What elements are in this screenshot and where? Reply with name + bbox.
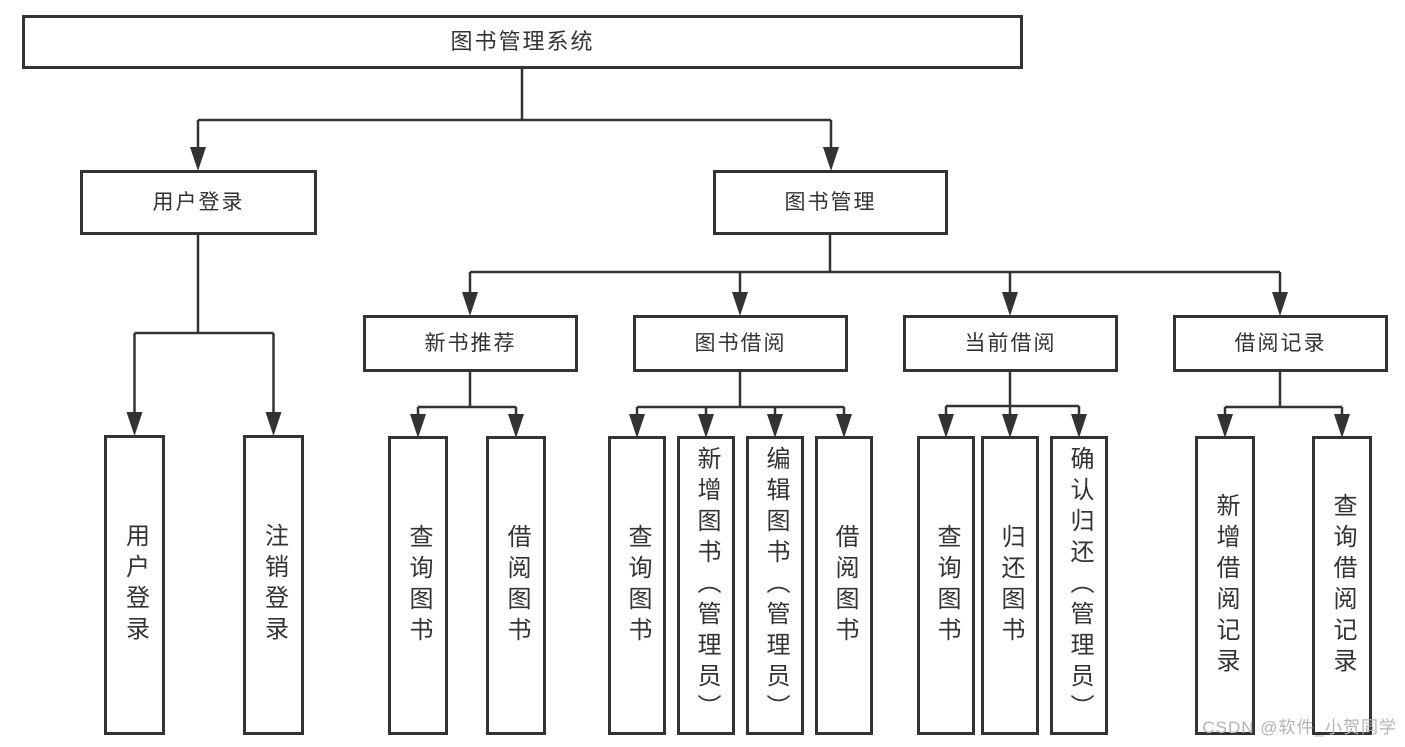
node-label: 新增图书（管理员） <box>693 446 720 725</box>
leaf-edit-book-admin: 编辑图书（管理员） <box>746 436 804 735</box>
node-label: 用户登录 <box>121 523 149 647</box>
arrow-down-icon <box>508 414 524 438</box>
connector-book-management-to-level3 <box>462 235 1288 316</box>
node-label: 注销登录 <box>260 523 288 647</box>
arrow-down-icon <box>823 147 839 171</box>
node-label: 借阅图书 <box>503 523 530 648</box>
connector-borrow-records-to-leaves <box>1217 372 1350 438</box>
arrow-down-icon <box>462 292 478 316</box>
leaf-logout: 注销登录 <box>243 435 304 735</box>
leaf-borrow-books: 借阅图书 <box>815 436 873 735</box>
arrow-down-icon <box>629 414 645 438</box>
arrow-down-icon <box>126 412 143 436</box>
arrow-down-icon <box>1334 414 1350 438</box>
node-label: 归还图书 <box>997 523 1024 648</box>
arrow-down-icon <box>265 412 282 436</box>
arrow-down-icon <box>1071 414 1087 438</box>
node-book-borrowing: 图书借阅 <box>633 315 848 372</box>
node-borrowing-records: 借阅记录 <box>1173 315 1388 372</box>
arrow-down-icon <box>732 292 748 316</box>
leaf-query-books-borrowing: 查询图书 <box>608 436 666 735</box>
leaf-add-borrow-record: 新增借阅记录 <box>1195 436 1255 735</box>
connector-user-login-to-leaves <box>126 235 282 436</box>
node-label: 编辑图书（管理员） <box>762 446 789 725</box>
connector-current-borrow-to-leaves <box>938 372 1087 438</box>
arrow-down-icon <box>938 414 954 438</box>
arrow-down-icon <box>1002 414 1018 438</box>
leaf-confirm-return-admin: 确认归还（管理员） <box>1050 436 1108 735</box>
node-new-book-recommendation: 新书推荐 <box>363 315 578 372</box>
arrow-down-icon <box>1272 292 1288 316</box>
node-label: 确认归还（管理员） <box>1066 446 1093 725</box>
connector-new-book-to-leaves <box>410 372 524 438</box>
node-label: 借阅图书 <box>831 523 858 648</box>
node-book-management-module: 图书管理 <box>713 170 948 235</box>
leaf-query-books-recommend: 查询图书 <box>388 436 448 735</box>
leaf-query-books-current: 查询图书 <box>917 436 975 735</box>
arrow-down-icon <box>1002 292 1018 316</box>
connector-root-to-level2 <box>190 69 839 171</box>
node-label: 查询借阅记录 <box>1329 492 1356 679</box>
arrow-down-icon <box>190 147 206 171</box>
arrow-down-icon <box>836 414 852 438</box>
node-label: 图书管理系统 <box>450 29 595 54</box>
arrow-down-icon <box>698 414 714 438</box>
leaf-user-login: 用户登录 <box>104 435 165 735</box>
node-label: 查询图书 <box>624 523 651 648</box>
connector-book-borrow-to-leaves <box>629 372 852 438</box>
leaf-query-borrow-record: 查询借阅记录 <box>1312 436 1372 735</box>
node-label: 当前借阅 <box>964 332 1057 355</box>
arrow-down-icon <box>767 414 783 438</box>
leaf-add-book-admin: 新增图书（管理员） <box>677 436 735 735</box>
node-label: 新增借阅记录 <box>1212 492 1239 679</box>
node-label: 查询图书 <box>933 523 960 648</box>
node-user-login-module: 用户登录 <box>80 170 317 235</box>
node-label: 借阅记录 <box>1234 332 1327 355</box>
csdn-watermark: CSDN @软件_小贺同学 <box>1202 718 1397 737</box>
arrow-down-icon <box>1217 414 1233 438</box>
node-library-management-system: 图书管理系统 <box>22 15 1023 69</box>
leaf-borrow-books-recommend: 借阅图书 <box>486 436 546 735</box>
arrow-down-icon <box>410 414 426 438</box>
node-label: 新书推荐 <box>424 332 517 355</box>
node-label: 用户登录 <box>152 191 245 214</box>
leaf-return-books: 归还图书 <box>981 436 1039 735</box>
node-label: 图书管理 <box>784 191 877 214</box>
node-current-borrowing: 当前借阅 <box>903 315 1118 372</box>
node-label: 图书借阅 <box>694 332 787 355</box>
node-label: 查询图书 <box>405 523 432 648</box>
